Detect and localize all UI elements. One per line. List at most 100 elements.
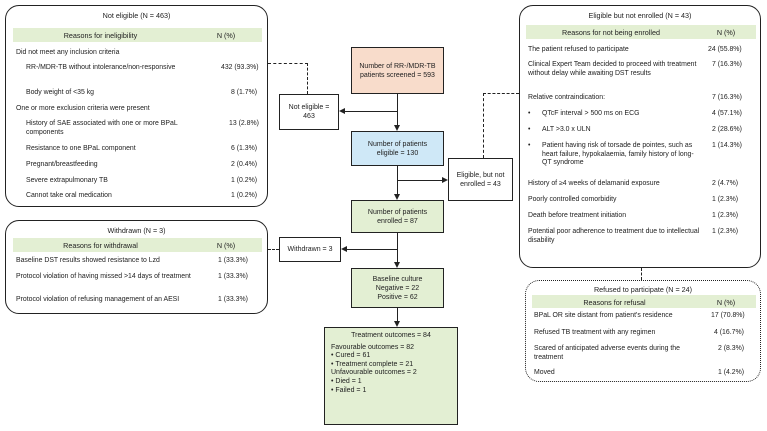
arrow-down-icon xyxy=(394,262,400,268)
dashed-connector xyxy=(268,63,308,64)
arrow-right-icon xyxy=(442,177,448,183)
row-label: Protocol violation of having missed >14 … xyxy=(16,273,191,280)
not-eligible-box: Not eligible = 463 xyxy=(279,94,339,130)
row-value: 1 (0.2%) xyxy=(231,192,258,199)
panel-title: Refused to participate (N = 24) xyxy=(593,285,693,294)
panel-title: Not eligible (N = 463) xyxy=(102,11,171,20)
bullet-icon: • xyxy=(331,377,336,385)
row-label: Body weight of <35 kg xyxy=(26,89,94,96)
row-label: Clinical Expert Team decided to proceed … xyxy=(528,61,697,77)
enrolled-box: Number of patients enrolled = 87 xyxy=(351,200,444,233)
connector-line xyxy=(397,94,398,125)
row-label: Refused TB treatment with any regimen xyxy=(534,329,656,336)
panel-title: Withdrawn (N = 3) xyxy=(107,226,166,235)
row-value: 2 (0.4%) xyxy=(231,161,258,168)
eligible-text: Number of patients eligible = 130 xyxy=(367,140,428,157)
row-label: Relative contraindication: xyxy=(528,94,605,101)
screened-text: Number of RR-/MDR-TB patients screened =… xyxy=(359,62,436,79)
cured-text: Cured = 61 xyxy=(335,352,371,360)
connector-line xyxy=(345,111,397,112)
row-label: ALT >3.0 x ULN xyxy=(542,126,591,133)
eligible-not-enrolled-panel: Eligible but not enrolled (N = 43) Reaso… xyxy=(519,5,761,268)
row-value: 1 (0.2%) xyxy=(231,177,258,184)
dashed-connector xyxy=(483,93,519,94)
panel-title: Eligible but not enrolled (N = 43) xyxy=(588,11,692,20)
connector-line xyxy=(397,308,398,321)
column-header-n: N (%) xyxy=(216,31,236,40)
row-value: 1 (4.2%) xyxy=(718,369,745,376)
dashed-connector xyxy=(483,93,484,158)
eligible-not-enrolled-box: Eligible, but not enrolled = 43 xyxy=(448,158,513,201)
column-header-n: N (%) xyxy=(216,241,236,250)
column-header-n: N (%) xyxy=(716,28,736,37)
row-value: 1 (33.3%) xyxy=(218,296,248,303)
not-eligible-panel: Not eligible (N = 463) Reasons for ineli… xyxy=(5,5,268,207)
row-value: 2 (4.7%) xyxy=(712,180,739,187)
row-label: History of ≥4 weeks of delamanid exposur… xyxy=(528,180,660,187)
withdrawn-panel: Withdrawn (N = 3) Reasons for withdrawal… xyxy=(5,220,268,314)
table-header: Reasons for ineligibility N (%) xyxy=(13,28,262,42)
outcome-item: • Cured = 61 xyxy=(331,352,451,361)
row-label: Did not meet any inclusion criteria xyxy=(16,49,120,56)
row-label: The patient refused to participate xyxy=(528,46,629,53)
failed-text: Failed = 1 xyxy=(335,386,367,394)
column-header-reason: Reasons for withdrawal xyxy=(63,241,138,250)
row-value: 8 (1.7%) xyxy=(231,89,258,96)
row-value: 1 (14.3%) xyxy=(712,142,742,149)
row-value: 4 (57.1%) xyxy=(712,110,742,117)
favourable-outcomes: Favourable outcomes = 82 xyxy=(331,343,415,351)
row-label: Pregnant/breastfeeding xyxy=(26,161,98,168)
bullet-icon: • xyxy=(331,386,336,394)
eligible-box: Number of patients eligible = 130 xyxy=(351,131,444,166)
refused-panel: Refused to participate (N = 24) Reasons … xyxy=(525,280,761,382)
withdrawn-box: Withdrawn = 3 xyxy=(279,237,341,262)
row-label: RR-/MDR-TB without intolerance/non-respo… xyxy=(26,64,176,71)
table-header: Reasons for refusal N (%) xyxy=(532,295,756,308)
row-value: 2 (28.6%) xyxy=(712,126,742,133)
row-label: Scared of anticipated adverse events dur… xyxy=(534,345,680,361)
row-label: Severe extrapulmonary TB xyxy=(26,177,108,184)
outcomes-title: Treatment outcomes = 84 xyxy=(351,332,431,339)
table-header: Reasons for not being enrolled N (%) xyxy=(526,25,756,39)
enrolled-text: Number of patients enrolled = 87 xyxy=(367,208,428,225)
row-value: 6 (1.3%) xyxy=(231,145,258,152)
unfavourable-outcomes: Unfavourable outcomes = 2 xyxy=(331,369,417,377)
screened-box: Number of RR-/MDR-TB patients screened =… xyxy=(351,47,444,94)
table-header: Reasons for withdrawal N (%) xyxy=(13,238,262,252)
row-value: 17 (70.8%) xyxy=(711,312,745,319)
row-value: 1 (2.3%) xyxy=(712,212,739,219)
not-eligible-text: Not eligible = 463 xyxy=(288,104,330,120)
column-header-reason: Reasons for refusal xyxy=(583,298,646,307)
withdrawn-text: Withdrawn = 3 xyxy=(287,246,333,253)
baseline-positive: Positive = 62 xyxy=(377,293,418,301)
arrow-down-icon xyxy=(394,321,400,327)
outcome-item: • Died = 1 xyxy=(331,378,451,387)
baseline-culture-box: Baseline culture Negative = 22 Positive … xyxy=(351,268,444,308)
row-label: Patient having risk of torsade de pointe… xyxy=(542,142,694,167)
bullet-icon: • xyxy=(528,126,531,133)
row-value: 1 (2.3%) xyxy=(712,228,739,235)
column-header-reason: Reasons for not being enrolled xyxy=(562,28,660,37)
arrow-down-icon xyxy=(394,194,400,200)
row-value: 7 (16.3%) xyxy=(712,94,742,101)
row-value: 1 (2.3%) xyxy=(712,196,739,203)
row-label: Baseline DST results showed resistance t… xyxy=(16,257,160,264)
row-label: Death before treatment initiation xyxy=(528,212,627,219)
dashed-connector xyxy=(268,249,279,250)
treatment-outcomes-box: Treatment outcomes = 84 Favourable outco… xyxy=(324,327,458,425)
arrow-left-icon xyxy=(339,108,345,114)
bullet-icon: • xyxy=(528,142,531,149)
connector-line xyxy=(347,249,397,250)
row-label: One or more exclusion criteria were pres… xyxy=(16,105,150,112)
row-value: 24 (55.8%) xyxy=(708,46,742,53)
outcome-item: • Treatment complete = 21 xyxy=(331,361,451,370)
column-header-reason: Reasons for ineligibility xyxy=(63,31,138,40)
row-label: Potential poor adherence to treatment du… xyxy=(528,228,700,244)
row-label: Poorly controlled comorbidity xyxy=(528,196,617,203)
row-value: 13 (2.8%) xyxy=(229,120,259,127)
row-label: Moved xyxy=(534,369,555,376)
row-label: BPaL OR site distant from patient's resi… xyxy=(534,312,673,319)
arrow-left-icon xyxy=(341,246,347,252)
column-header-n: N (%) xyxy=(716,298,736,307)
bullet-icon: • xyxy=(331,352,336,360)
